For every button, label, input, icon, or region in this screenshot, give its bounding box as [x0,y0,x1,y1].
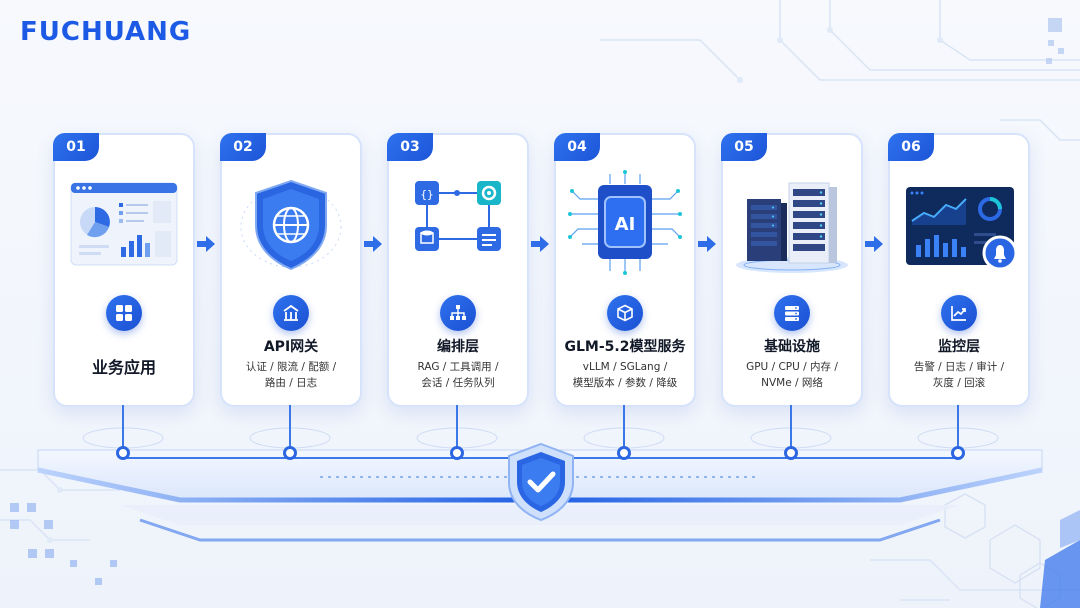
stage-number: 06 [888,133,934,161]
monitor-dashboard-illustration [906,187,1018,271]
connector-node [283,446,297,460]
desc-line: NVMe / 网络 [761,377,823,389]
stage-title: 业务应用 [91,358,156,377]
stage-description: GPU / CPU / 内存 / NVMe / 网络 [727,359,857,391]
stage-description: vLLM / SGLang / 模型版本 / 参数 / 降级 [560,359,690,391]
stage-card-monitoring: 06 监控层 告警 / 日志 / 审计 / 灰度 / 回滚 [888,133,1030,407]
flow-arrow-icon [531,236,549,252]
desc-line: 会话 / 任务队列 [421,377,495,389]
stage-number: 02 [220,133,266,161]
gateway-icon [273,295,309,331]
server-icon [774,295,810,331]
stage-card-orchestration: 03 {} 编排层 RAG / 工具调用 / 会话 / 任务队列 [387,133,529,407]
connector-line [289,405,291,453]
shield-globe-illustration [240,179,342,271]
svg-text:AI: AI [615,214,636,235]
stage-card-api-gateway: 02 API网关 认证 / 限流 / 配额 / 路由 / 日志 [220,133,362,407]
stage-number: 03 [387,133,433,161]
stage-number: 01 [53,133,99,161]
svg-text:{}: {} [420,188,433,201]
connector-node [784,446,798,460]
shield-check-icon [508,442,574,522]
stage-number: 05 [721,133,767,161]
connector-node [116,446,130,460]
flow-arrow-icon [364,236,382,252]
stage-description: 认证 / 限流 / 配额 / 路由 / 日志 [226,359,356,391]
stage-title: GLM-5.2模型服务 [564,339,686,355]
chart-up-icon [941,295,977,331]
desc-line: 模型版本 / 参数 / 降级 [572,377,678,389]
stage-title: API网关 [263,339,319,355]
stage-card-infrastructure: 05 基础设施 GPU / CPU / 内存 / NVMe / 网络 [721,133,863,407]
flow-arrow-icon [197,236,215,252]
stage-title: 编排层 [437,339,479,355]
connector-line [122,405,124,453]
stage-number: 04 [554,133,600,161]
stage-card-model-service: 04 AI GLM-5.2模型服务 vLLM / SGLang / 模型版本 /… [554,133,696,407]
connector-line [456,405,458,453]
stage-description: 告警 / 日志 / 审计 / 灰度 / 回滚 [894,359,1024,391]
desc-line: RAG / 工具调用 / [417,361,499,373]
connector-node [951,446,965,460]
connector-line [957,405,959,453]
connector-line [790,405,792,453]
stage-description: RAG / 工具调用 / 会话 / 任务队列 [393,359,523,391]
connector-line [623,405,625,453]
stage-card-business-app: 01 业务应用 [53,133,195,407]
connector-node [450,446,464,460]
desc-line: vLLM / SGLang / [582,361,668,373]
workflow-blocks-illustration: {} [415,181,501,251]
desc-line: 告警 / 日志 / 审计 / [913,361,1005,373]
brand-logo: FUCHUANG [20,17,192,47]
grid-apps-icon [106,295,142,331]
desc-line: GPU / CPU / 内存 / [746,361,838,373]
stage-title: 监控层 [938,339,980,355]
cube-icon [607,295,643,331]
flow-arrow-icon [865,236,883,252]
desc-line: 路由 / 日志 [264,377,318,389]
desc-line: 灰度 / 回滚 [932,377,986,389]
stage-title: 基础设施 [764,339,820,355]
connector-node [617,446,631,460]
flow-arrow-icon [698,236,716,252]
ai-chip-illustration: AI [568,170,682,275]
dashboard-window-illustration [70,182,178,266]
org-chart-icon [440,295,476,331]
server-racks-illustration [736,182,848,273]
desc-line: 认证 / 限流 / 配额 / [245,361,337,373]
